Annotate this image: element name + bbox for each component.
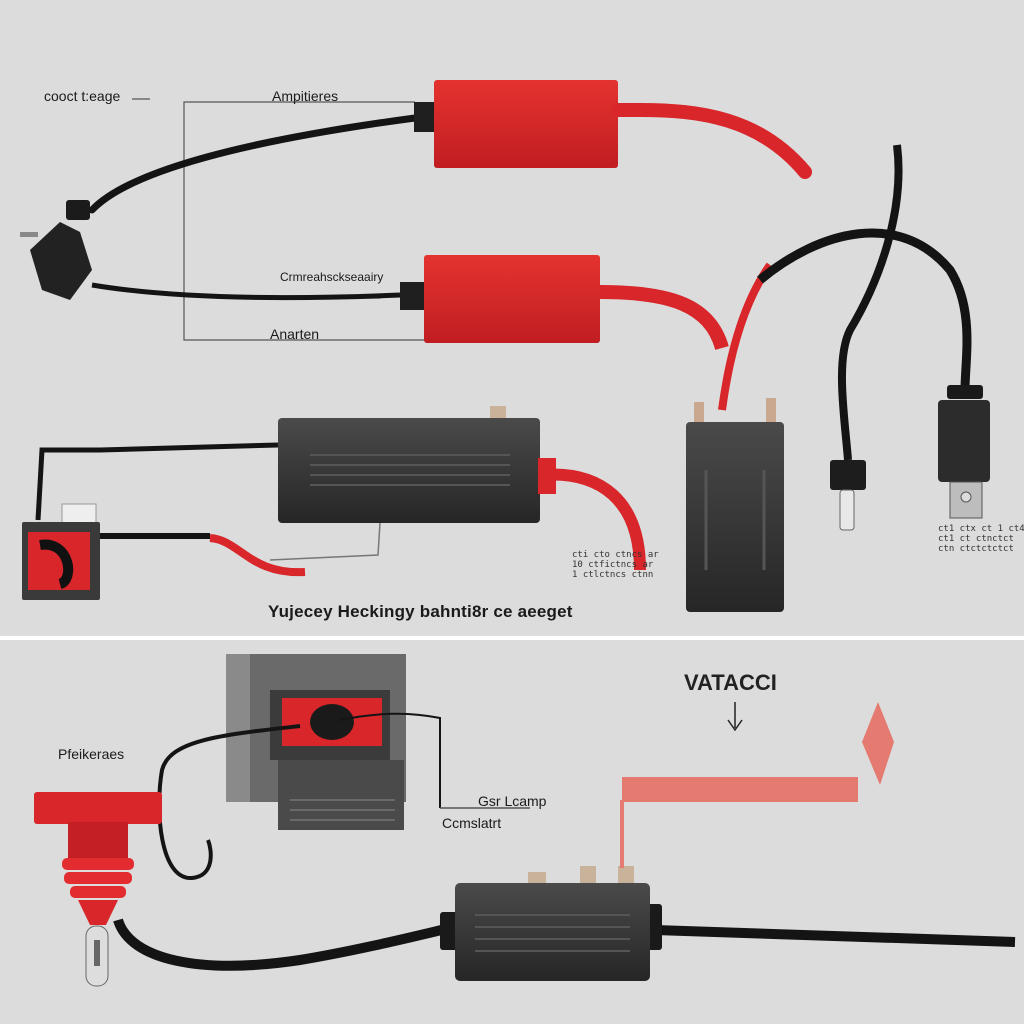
plug-icon (20, 114, 419, 301)
label-panel2-1: Gsr Lcamp (478, 793, 547, 809)
arrow-up-icon (862, 702, 894, 785)
label-bottom-bracket: Anarten (270, 326, 320, 342)
bracket-lines (132, 98, 425, 341)
label-right-text-2: ct1 ctx ct 1 ct4 ct1 ct ctnctct ctn ctct… (938, 524, 1024, 554)
relay-block (686, 398, 784, 612)
right-cables (718, 144, 972, 461)
red-module-top (414, 80, 812, 179)
black-module-bottom (440, 800, 662, 981)
connector-icon (830, 385, 990, 531)
diagram-caption: Yujecey Heckingy bahnti8r ce aeeget (268, 602, 573, 621)
label-panel2-left: Pfeikeraes (58, 746, 125, 762)
fuse-holder (22, 503, 306, 600)
label-middle-left: Crmreahsckseaairy (280, 270, 384, 284)
red-t-connector (34, 792, 162, 987)
bottom-cables (113, 712, 1016, 971)
red-module-middle (400, 255, 729, 351)
label-panel2-2: Ccmslatrt (442, 815, 502, 831)
arrow-down-icon (727, 702, 743, 732)
wall-socket (226, 654, 406, 830)
label-top-center: Ampitieres (272, 88, 339, 104)
black-module-middle (35, 406, 646, 571)
panel-divider (0, 636, 1024, 640)
label-right-text-1: cti cto ctncs ar 10 ctfictncs ar 1 ctlct… (572, 550, 659, 580)
panel2-title: VATACCI (684, 670, 777, 695)
salmon-bar (622, 777, 858, 802)
label-top-left: cooct t:eage (44, 88, 121, 104)
